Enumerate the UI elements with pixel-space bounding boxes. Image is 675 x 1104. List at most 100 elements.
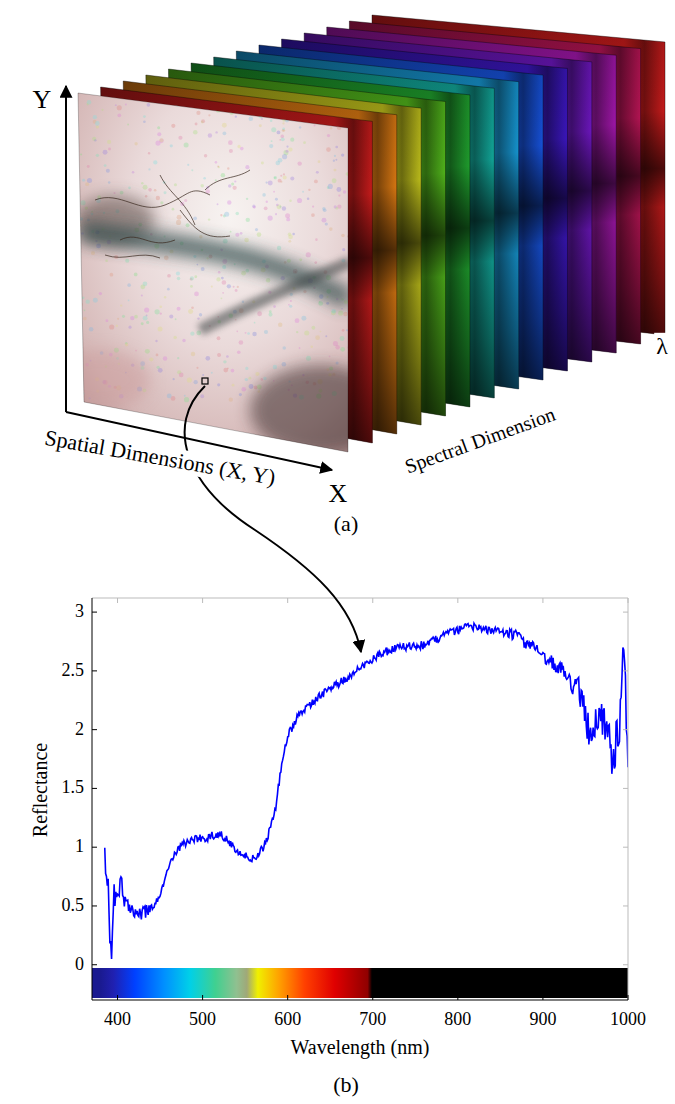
speckle bbox=[217, 353, 221, 357]
speckle bbox=[122, 315, 125, 318]
speckle bbox=[223, 368, 228, 373]
speckle bbox=[285, 150, 288, 153]
speckle bbox=[173, 378, 175, 380]
speckle bbox=[308, 189, 310, 191]
speckle bbox=[323, 208, 327, 212]
speckle bbox=[282, 362, 286, 366]
axis-title: Wavelength (nm) bbox=[289, 1036, 432, 1058]
tick-mark bbox=[623, 964, 628, 965]
tick-mark bbox=[542, 598, 543, 603]
speckle bbox=[342, 248, 345, 251]
speckle bbox=[134, 315, 138, 319]
speckle bbox=[265, 181, 267, 183]
speckle bbox=[239, 393, 242, 396]
speckle bbox=[115, 104, 117, 106]
speckle bbox=[141, 322, 144, 325]
axis-letter: Y bbox=[31, 86, 54, 115]
axis-title: Reflectance bbox=[29, 741, 51, 839]
speckle bbox=[231, 369, 235, 373]
speckle bbox=[120, 304, 122, 306]
speckle bbox=[194, 292, 199, 297]
speckle bbox=[87, 178, 92, 183]
speckle bbox=[196, 367, 198, 369]
speckle bbox=[241, 271, 246, 276]
plot-area bbox=[92, 598, 628, 1000]
speckle bbox=[164, 191, 167, 194]
speckle bbox=[278, 179, 282, 183]
speckle bbox=[134, 142, 137, 145]
speckle bbox=[208, 218, 210, 220]
speckle bbox=[227, 167, 229, 169]
speckle bbox=[196, 111, 200, 115]
tick-label: 1 bbox=[73, 837, 86, 857]
speckle bbox=[237, 351, 241, 355]
speckle bbox=[85, 299, 89, 303]
speckle bbox=[318, 160, 321, 163]
speckle bbox=[271, 140, 273, 142]
speckle bbox=[222, 292, 224, 294]
speckle bbox=[145, 195, 147, 197]
tick-mark bbox=[92, 788, 97, 789]
tick-mark bbox=[623, 612, 628, 613]
speckle bbox=[314, 124, 316, 126]
tick-mark bbox=[92, 612, 97, 613]
speckle bbox=[235, 212, 239, 216]
speckle bbox=[263, 109, 265, 111]
speckle bbox=[208, 133, 212, 137]
plot-frame bbox=[628, 598, 629, 1000]
speckle bbox=[245, 269, 249, 273]
speckle bbox=[297, 198, 302, 203]
speckle bbox=[201, 267, 205, 271]
speckle bbox=[172, 208, 175, 211]
speckle bbox=[239, 340, 244, 345]
speckle bbox=[177, 215, 182, 220]
speckle bbox=[275, 213, 277, 215]
tick-mark bbox=[287, 995, 288, 1000]
hair bbox=[205, 170, 250, 190]
speckle bbox=[248, 377, 251, 380]
tick-label: 2.5 bbox=[60, 661, 87, 681]
speckle bbox=[277, 131, 281, 135]
speckle bbox=[153, 160, 157, 164]
speckle bbox=[148, 152, 150, 154]
hair bbox=[180, 210, 230, 237]
speckle bbox=[155, 309, 160, 314]
speckle bbox=[247, 332, 250, 335]
speckle bbox=[288, 304, 290, 306]
speckle bbox=[158, 368, 163, 373]
speckle bbox=[156, 196, 160, 200]
speckle bbox=[257, 232, 262, 237]
speckle bbox=[144, 307, 149, 312]
speckle bbox=[215, 161, 218, 164]
pixel-marker bbox=[202, 378, 208, 384]
speckle bbox=[159, 305, 162, 308]
speckle bbox=[82, 179, 85, 182]
speckle bbox=[328, 184, 333, 189]
speckle bbox=[220, 214, 222, 216]
speckle bbox=[184, 395, 186, 397]
speckle bbox=[270, 104, 274, 108]
speckle bbox=[302, 191, 304, 193]
speckle bbox=[306, 356, 311, 361]
speckle bbox=[336, 187, 341, 192]
speckle bbox=[177, 357, 179, 359]
speckle bbox=[103, 150, 108, 155]
speckle bbox=[155, 141, 160, 146]
panel-label: (a) bbox=[332, 512, 360, 536]
speckle bbox=[204, 154, 207, 157]
speckle bbox=[195, 123, 198, 126]
speckle bbox=[304, 331, 309, 336]
speckle bbox=[157, 132, 161, 136]
speckle bbox=[167, 274, 171, 278]
speckle bbox=[231, 182, 234, 185]
pointer-arrow bbox=[185, 386, 361, 652]
speckle bbox=[255, 372, 259, 376]
speckle bbox=[329, 227, 333, 231]
tick-label: 2 bbox=[73, 720, 86, 740]
speckle bbox=[333, 160, 335, 162]
speckle bbox=[335, 146, 338, 149]
speckle bbox=[86, 103, 88, 105]
speckle bbox=[299, 347, 301, 349]
speckle bbox=[245, 378, 248, 381]
